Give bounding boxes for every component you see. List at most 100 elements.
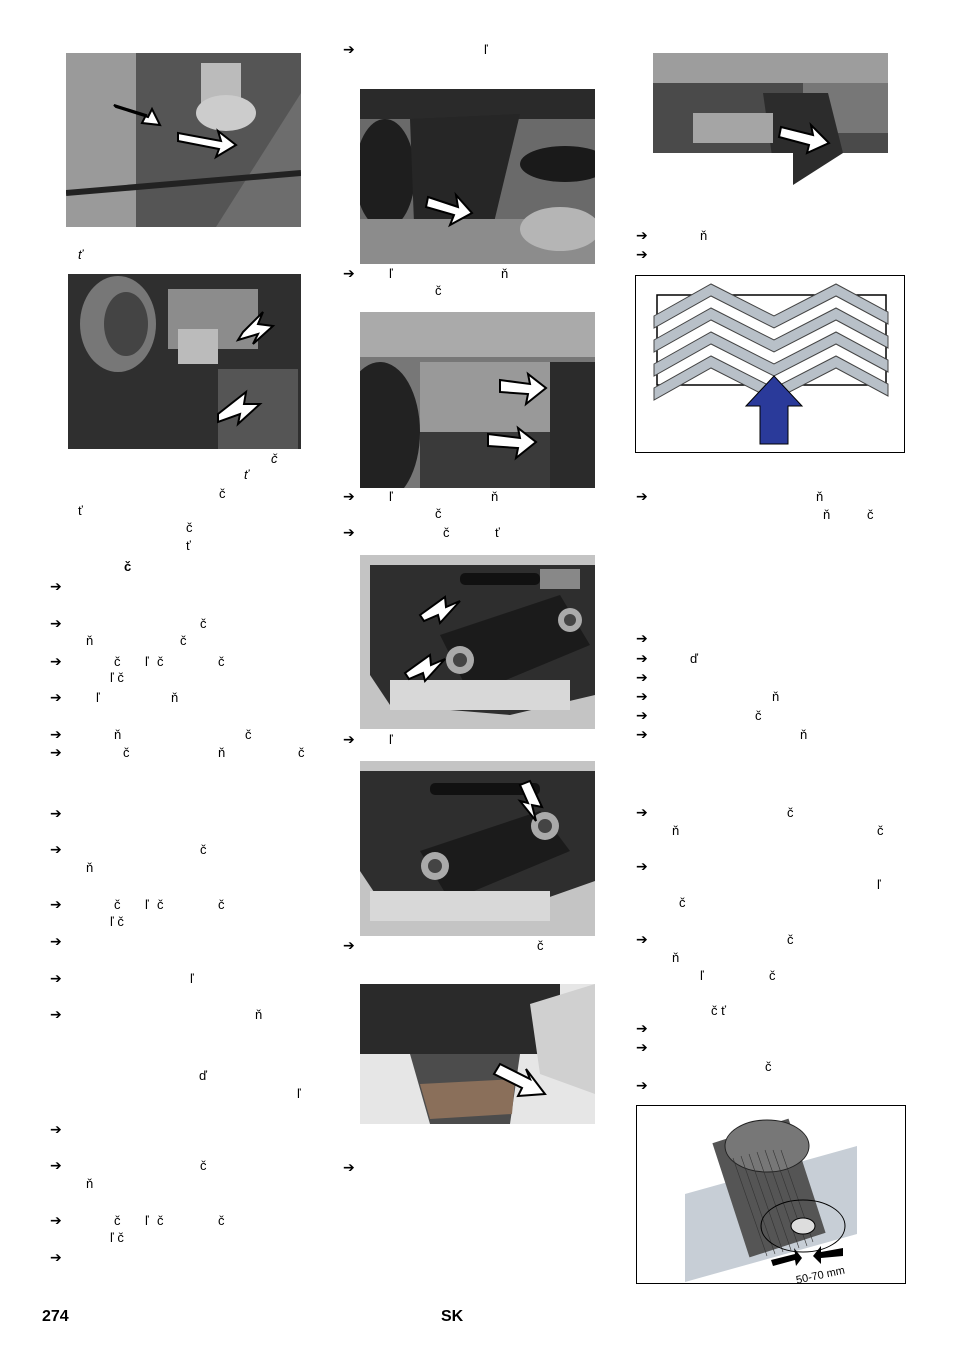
text-fragment: ň <box>501 266 509 281</box>
text-fragment: ň <box>816 489 824 504</box>
text-fragment: č <box>114 1213 121 1228</box>
text-fragment: ň <box>672 950 680 965</box>
photo-electrical-switch-graphic <box>68 274 301 449</box>
text-fragment: ň <box>218 745 226 760</box>
diagram-chevron-brush-direction <box>635 275 905 453</box>
diagram-brush-contact-width: 50-70 mm <box>636 1105 906 1287</box>
text-fragment: ľ <box>389 266 393 281</box>
photo-electrical-switch <box>68 274 301 449</box>
brush-gap-label: 50-70 mm <box>795 1265 846 1283</box>
bullet-arrow: ➔ <box>636 689 648 705</box>
text-fragment: č <box>877 823 884 838</box>
bullet-arrow: ➔ <box>636 247 648 263</box>
text-fragment: ľ <box>297 1086 301 1101</box>
bullet-arrow: ➔ <box>636 859 648 875</box>
text-fragment: č <box>200 1158 207 1173</box>
text-fragment: ň <box>823 507 831 522</box>
text-fragment: ň <box>672 823 680 838</box>
bullet-arrow: ➔ <box>636 1040 648 1056</box>
text-fragment: č <box>769 968 776 983</box>
bullet-arrow: ➔ <box>50 579 62 595</box>
bullet-arrow: ➔ <box>636 228 648 244</box>
bullet-arrow: ➔ <box>50 727 62 743</box>
bullet-arrow: ➔ <box>343 732 355 748</box>
text-fragment: ľ č <box>110 914 124 929</box>
text-fragment: č <box>765 1059 772 1074</box>
bullet-arrow: ➔ <box>50 616 62 632</box>
text-fragment: č <box>114 897 121 912</box>
photo-side-arm-1-graphic <box>360 555 595 729</box>
page-number: 274 <box>42 1308 69 1325</box>
bullet-arrow: ➔ <box>343 266 355 282</box>
text-fragment: č <box>200 616 207 631</box>
bullet-arrow: ➔ <box>343 42 355 58</box>
bullet-arrow: ➔ <box>343 1160 355 1176</box>
bullet-arrow: ➔ <box>50 897 62 913</box>
language-code: SK <box>441 1308 464 1325</box>
text-fragment: ľ <box>484 42 488 57</box>
text-fragment: ľ <box>389 489 393 504</box>
text-fragment: č <box>787 932 794 947</box>
text-fragment: ť <box>186 538 191 553</box>
text-fragment: ň <box>86 633 94 648</box>
photo-side-arm-1 <box>360 555 595 729</box>
text-fragment: č <box>200 842 207 857</box>
bullet-arrow: ➔ <box>50 1158 62 1174</box>
text-fragment: ň <box>86 1176 94 1191</box>
text-fragment: č <box>157 897 164 912</box>
text-fragment: ť <box>78 247 83 262</box>
photo-side-arm-2-graphic <box>360 761 595 936</box>
bullet-arrow: ➔ <box>636 670 648 686</box>
bullet-arrow: ➔ <box>636 805 648 821</box>
bullet-arrow: ➔ <box>50 1250 62 1266</box>
text-fragment: ľ <box>389 732 393 747</box>
bullet-arrow: ➔ <box>636 708 648 724</box>
bullet-arrow: ➔ <box>343 489 355 505</box>
diagram-brush-graphic: 50-70 mm <box>685 1118 857 1287</box>
text-fragment: č <box>435 506 442 521</box>
text-fragment: č <box>180 633 187 648</box>
bullet-arrow: ➔ <box>636 1021 648 1037</box>
text-fragment: ň <box>800 727 808 742</box>
text-fragment: č <box>124 559 132 574</box>
bullet-arrow: ➔ <box>50 806 62 822</box>
bullet-arrow: ➔ <box>636 631 648 647</box>
photo-brush-roller <box>653 53 888 185</box>
text-fragment: č <box>157 1213 164 1228</box>
photo-side-arm-2 <box>360 761 595 936</box>
bullet-arrow: ➔ <box>50 1122 62 1138</box>
text-fragment: ľ <box>145 897 149 912</box>
text-fragment: č <box>435 283 442 298</box>
text-fragment: ň <box>86 860 94 875</box>
bullet-arrow: ➔ <box>636 932 648 948</box>
text-fragment: č <box>114 654 121 669</box>
text-fragment: ť <box>78 503 83 518</box>
text-fragment: ň <box>114 727 122 742</box>
text-fragment: č ť <box>711 1003 726 1018</box>
text-fragment: ň <box>772 689 780 704</box>
text-fragment: ľ <box>877 877 881 892</box>
bullet-arrow: ➔ <box>50 654 62 670</box>
bullet-arrow: ➔ <box>636 489 648 505</box>
text-fragment: č <box>443 525 450 540</box>
text-fragment: č <box>219 486 226 501</box>
text-fragment: ď <box>690 651 698 666</box>
text-fragment: č <box>271 451 278 466</box>
text-fragment: č <box>867 507 874 522</box>
text-fragment: ň <box>171 690 179 705</box>
diagram-chevron-graphic <box>653 283 889 445</box>
bullet-arrow: ➔ <box>343 525 355 541</box>
bullet-arrow: ➔ <box>636 727 648 743</box>
text-fragment: č <box>218 1213 225 1228</box>
bullet-arrow: ➔ <box>636 651 648 667</box>
bullet-arrow: ➔ <box>50 690 62 706</box>
bullet-arrow: ➔ <box>50 842 62 858</box>
text-fragment: ľ <box>700 968 704 983</box>
text-fragment: č <box>186 520 193 535</box>
text-fragment: ľ <box>190 971 194 986</box>
bullet-arrow: ➔ <box>50 971 62 987</box>
photo-spring-mechanism-graphic <box>66 53 301 227</box>
photo-brush-housing <box>360 312 595 488</box>
text-fragment: č <box>298 745 305 760</box>
photo-spring-mechanism <box>66 53 301 227</box>
